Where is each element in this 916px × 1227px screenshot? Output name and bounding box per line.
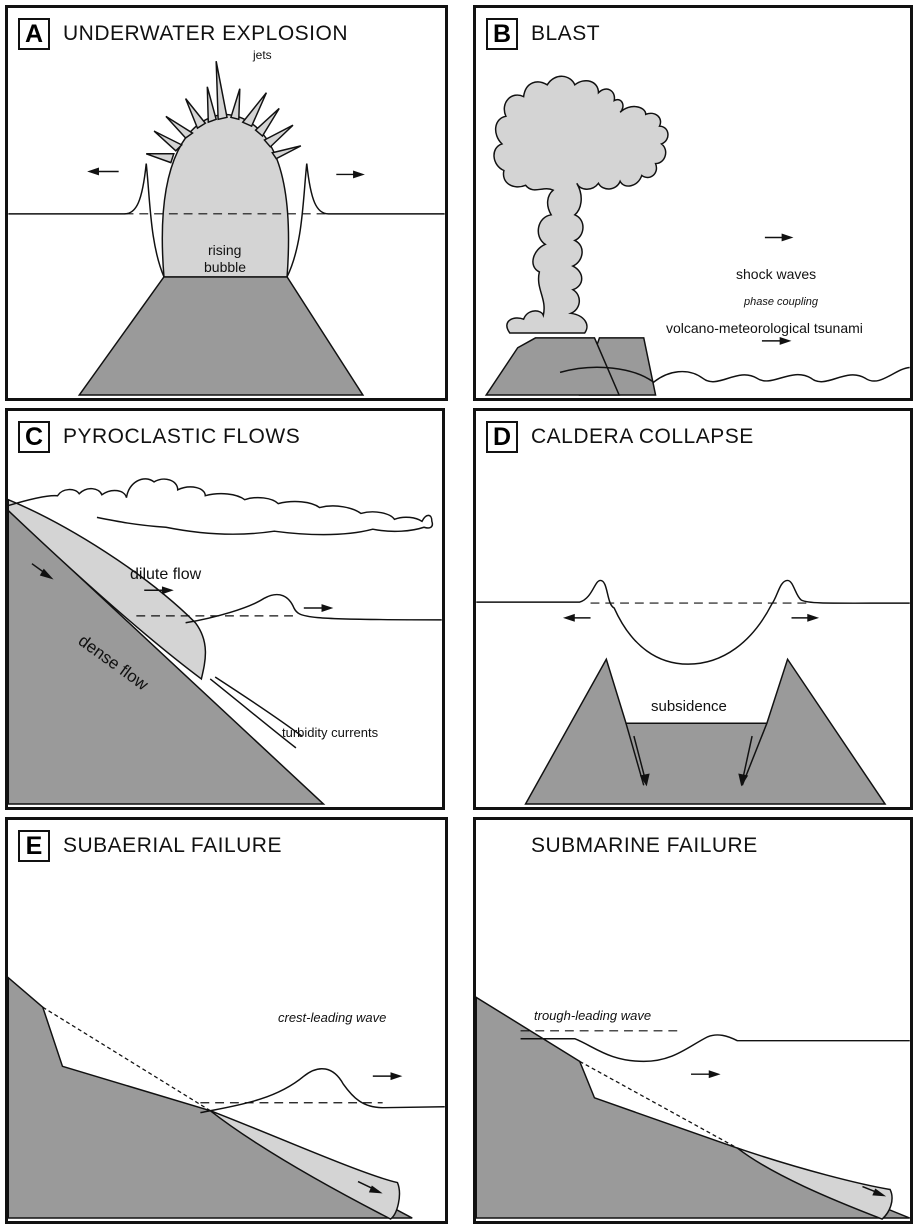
submarine-failure-diagram — [476, 996, 910, 1220]
water-surface-wave — [520, 1034, 910, 1063]
water-surface-left — [8, 163, 165, 278]
panel-letter: B — [486, 18, 518, 50]
label-crest-leading-wave: crest-leading wave — [278, 1010, 387, 1025]
arrow-dense-flow — [31, 563, 54, 580]
underwater-explosion-diagram — [8, 61, 445, 396]
panel-caldera-collapse: D CALDERA COLLAPSE subsidence — [473, 408, 913, 810]
label-subsidence: subsidence — [651, 698, 727, 715]
collapse-fault-left — [625, 723, 645, 786]
panel-blast: B BLAST shock waves phase coupling volca… — [473, 5, 913, 401]
water-surface-wave — [200, 1068, 445, 1114]
pyroclastic-flows-diagram — [8, 478, 442, 805]
water-surface — [476, 579, 910, 665]
arrow-right — [791, 613, 820, 622]
turbidity-line-1 — [209, 678, 297, 749]
label-trough-leading-wave: trough-leading wave — [534, 1008, 652, 1023]
volcano-cone — [77, 276, 365, 396]
arrow-right — [336, 170, 365, 179]
eruption-cloud — [493, 75, 669, 334]
panel-title: SUBAERIAL FAILURE — [63, 834, 282, 857]
arrow-tsunami — [761, 336, 792, 345]
panel-title: UNDERWATER EXPLOSION — [63, 22, 348, 45]
panel-letter: E — [18, 830, 50, 862]
collapse-fault-right — [741, 722, 768, 786]
dense-flow — [8, 498, 207, 681]
arrow-shock-waves — [764, 233, 794, 242]
slide-deposit — [736, 1147, 893, 1220]
volcano-cone — [484, 337, 621, 396]
panel-subaerial-failure: E SUBAERIAL FAILURE crest-leading wave — [5, 817, 448, 1224]
turbidity-line-2 — [214, 676, 303, 737]
panel-pyroclastic-flows: C PYROCLASTIC FLOWS dilute flow dense fl… — [5, 408, 445, 810]
arrow-left — [87, 167, 119, 176]
panel-submarine-failure: SUBMARINE FAILURE trough-leading wave — [473, 817, 913, 1224]
failure-plane — [579, 1060, 738, 1149]
arrow-left — [562, 613, 591, 622]
failure-plane — [42, 1006, 211, 1112]
jets — [145, 61, 302, 164]
arrow-wave — [372, 1072, 403, 1081]
arrow-wave — [691, 1070, 721, 1079]
panel-letter: D — [486, 421, 518, 453]
arrow-slide — [357, 1180, 383, 1194]
caldera-collapse-diagram — [476, 579, 910, 805]
label-turbidity-currents: turbidity currents — [282, 725, 379, 740]
label-jets: jets — [253, 48, 272, 62]
label-rising: rising — [208, 242, 242, 258]
water-surface-wave — [185, 593, 442, 624]
arrow-dilute-flow — [144, 586, 174, 595]
label-bubble: bubble — [204, 259, 247, 275]
arrow-wave — [303, 604, 334, 612]
tsunami-wave — [559, 366, 910, 384]
panel-title: SUBMARINE FAILURE — [531, 834, 758, 857]
subsidence-arrow-left — [633, 735, 650, 787]
blast-diagram — [484, 75, 910, 396]
caldera-edifice — [524, 657, 887, 805]
subaerial-failure-diagram — [8, 976, 445, 1220]
panel-title: CALDERA COLLAPSE — [531, 425, 754, 448]
label-dilute-flow: dilute flow — [130, 566, 202, 583]
panel-title: BLAST — [531, 22, 601, 45]
slide-deposit — [209, 1109, 401, 1220]
subsidence-arrow-right — [738, 735, 753, 787]
panel-underwater-explosion: A UNDERWATER EXPLOSION jets rising bubbl… — [5, 5, 448, 401]
panel-letter: A — [18, 18, 50, 50]
dilute-cloud — [8, 478, 434, 536]
label-shock-waves: shock waves — [736, 266, 817, 282]
panel-letter: C — [18, 421, 50, 453]
label-phase-coupling: phase coupling — [744, 296, 819, 308]
label-tsunami: volcano-meteorological tsunami — [666, 320, 863, 336]
panel-title: PYROCLASTIC FLOWS — [63, 425, 301, 448]
arrow-slide — [862, 1185, 887, 1197]
water-surface-right — [286, 163, 445, 278]
